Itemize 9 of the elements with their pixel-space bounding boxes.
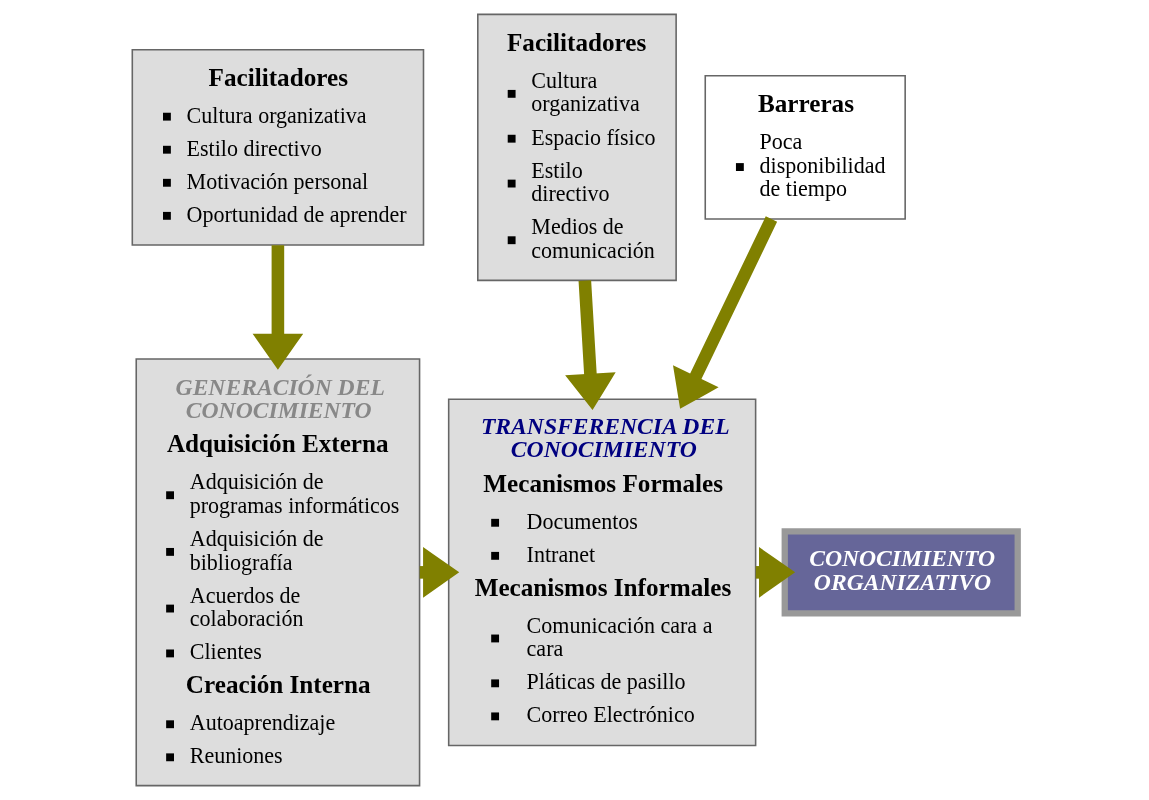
node-box: Facilitadores Cultura organizativa Espacio físico Estilo directivo Medios de comunicación bbox=[476, 13, 677, 282]
node-box: TRANSFERENCIA DEL CONOCIMIENTO Mecanismos Formales Documentos Intranet Mecanismos Informales Comunicación cara a cara Pláticas de pasillo Correo Electrónico bbox=[447, 398, 756, 747]
arrow bbox=[672, 216, 777, 409]
arrow bbox=[252, 245, 303, 370]
node-box: GENERACIÓN DEL CONOCIMIENTO Adquisición Externa Adquisición de programas informáticos Adquisición de bibliografía Acuerdos de colaboración Clientes Creación Interna Autoaprendizaje Reuniones bbox=[134, 358, 420, 787]
arrow bbox=[564, 280, 616, 410]
node-box: Facilitadores Cultura organizativa Estilo directivo Motivación personal Oportunidad de aprender bbox=[131, 49, 424, 246]
node-box: Barreras Poca disponibilidad de tiempo bbox=[703, 74, 906, 220]
node-box: CONOCIMIENTO ORGANIZATIVO bbox=[781, 528, 1021, 617]
